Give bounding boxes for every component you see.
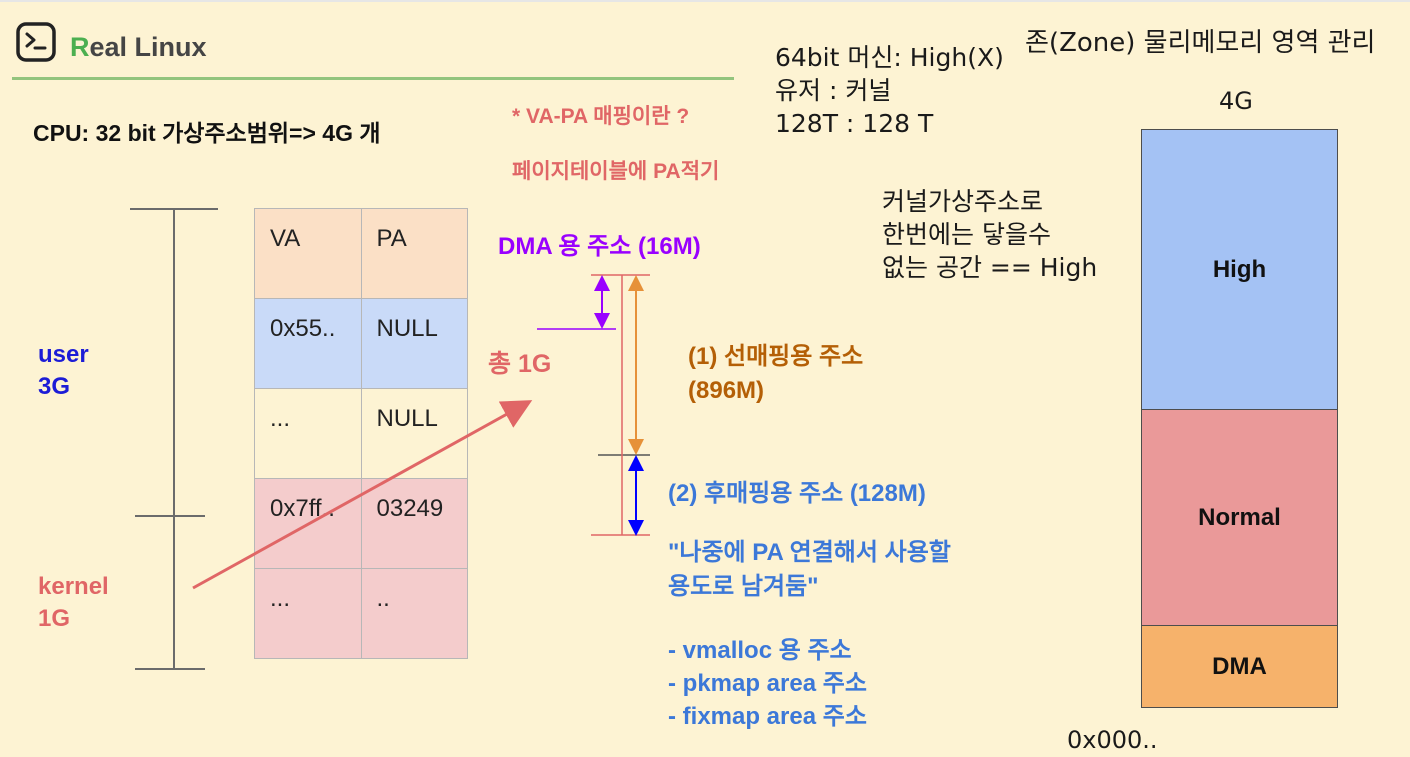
va-cell: 0x55..	[254, 298, 362, 389]
machine-spec: 64bit 머신: High(X) 유저 : 커널 128T : 128 T	[775, 41, 1004, 140]
table-row: 0x55.. NULL	[254, 298, 468, 389]
page-table-header: VA PA	[254, 208, 468, 299]
va-cell: 0x7ff..	[254, 478, 362, 569]
va-cell: ...	[254, 568, 362, 659]
page-table: VA PA 0x55.. NULL ... NULL 0x7ff.. 03249…	[254, 208, 468, 659]
high-note-line-1: 커널가상주소로	[882, 187, 1044, 216]
terminal-prompt-icon	[16, 22, 56, 62]
total-kernel-label: 총 1G	[488, 350, 552, 378]
use-item-vmalloc: - vmalloc 용 주소	[668, 637, 852, 664]
indirect-map-title: (2) 후매핑용 주소 (128M)	[668, 480, 926, 507]
pa-cell: 03249	[360, 478, 468, 569]
table-row: ... NULL	[254, 388, 468, 479]
scale-split-tick	[135, 515, 205, 517]
direct-map-line-2: (896M)	[688, 377, 765, 404]
table-row: 0x7ff.. 03249	[254, 478, 468, 569]
zone-normal: Normal	[1141, 409, 1338, 626]
indirect-quote-line-2: 용도로 남겨둠"	[668, 573, 819, 600]
brand-rest: eal Linux	[89, 32, 207, 62]
header-divider	[12, 77, 734, 80]
zone-bottom-label: 0x000..	[1067, 726, 1158, 754]
pa-cell: NULL	[360, 388, 468, 479]
zone-dma: DMA	[1141, 625, 1338, 708]
cpu-range-title: CPU: 32 bit 가상주소범위=> 4G 개	[33, 120, 381, 146]
brand-first-letter: R	[70, 32, 90, 62]
dma-address-title: DMA 용 주소 (16M)	[498, 233, 701, 260]
indirect-quote-line-1: "나중에 PA 연결해서 사용할	[668, 539, 951, 566]
spec-line-2: 유저 : 커널	[775, 76, 892, 105]
va-pa-question: * VA-PA 매핑이란 ?	[512, 105, 690, 128]
pa-cell: NULL	[360, 298, 468, 389]
zone-high: High	[1141, 129, 1338, 410]
top-border	[0, 0, 1410, 2]
va-pa-answer: 페이지테이블에 PA적기	[512, 160, 720, 183]
zone-top-label: 4G	[1219, 87, 1253, 115]
direct-map-label: (1) 선매핑용 주소 (896M)	[688, 340, 863, 408]
pa-header: PA	[360, 208, 468, 299]
table-row: ... ..	[254, 568, 468, 659]
indirect-map-quote: "나중에 PA 연결해서 사용할 용도로 남겨둠"	[668, 536, 951, 604]
high-note-line-2: 한번에는 닿을수	[882, 220, 1051, 249]
brand-title: Real Linux	[70, 32, 207, 63]
spec-line-3: 128T : 128 T	[775, 109, 934, 138]
spec-line-1: 64bit 머신: High(X)	[775, 43, 1004, 72]
pa-cell: ..	[360, 568, 468, 659]
high-note-line-3: 없는 공간 == High	[882, 253, 1098, 282]
scale-bottom-tick	[135, 668, 205, 670]
direct-map-line-1: (1) 선매핑용 주소	[688, 343, 864, 370]
use-item-fixmap: - fixmap area 주소	[668, 703, 867, 730]
user-space-label: user 3G	[38, 341, 89, 400]
scale-axis	[173, 208, 175, 669]
zone-title: 존(Zone) 물리메모리 영역 관리	[1025, 28, 1376, 58]
indirect-map-uses: - vmalloc 용 주소 - pkmap area 주소 - fixmap …	[668, 634, 867, 733]
va-cell: ...	[254, 388, 362, 479]
use-item-pkmap: - pkmap area 주소	[668, 670, 867, 697]
va-header: VA	[254, 208, 362, 299]
high-zone-note: 커널가상주소로 한번에는 닿을수 없는 공간 == High	[882, 185, 1097, 284]
kernel-space-label: kernel 1G	[38, 573, 109, 632]
